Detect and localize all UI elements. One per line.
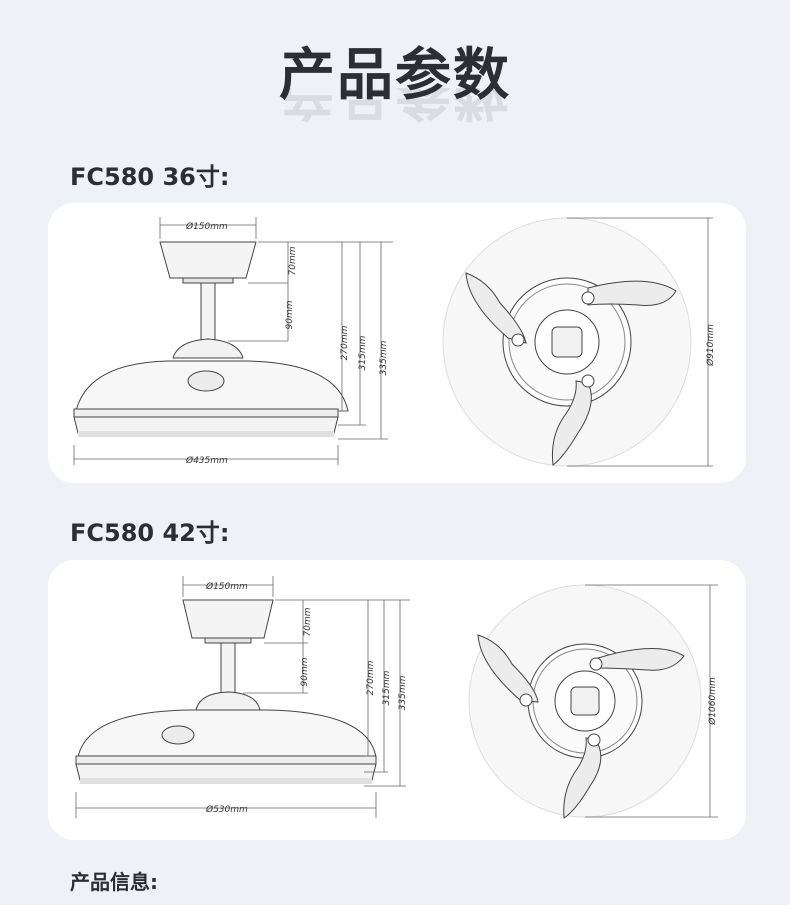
dim-height-1: 270mm xyxy=(340,325,350,360)
fan-body-shape xyxy=(77,709,377,758)
dimension-drawing-36: Ø150mm 70mm 90mm 270mm 315mm 335mm Ø435m… xyxy=(73,217,716,467)
dim-height-1: 270mm xyxy=(366,660,376,695)
dim-canopy-diameter: Ø150mm xyxy=(205,581,248,592)
page-title-reflection: 产品参数 xyxy=(279,88,511,125)
dim-height-2: 315mm xyxy=(358,335,368,370)
dim-body-diameter: Ø530mm xyxy=(205,804,248,815)
blade-shape xyxy=(597,648,685,671)
model-heading-36: FC580 36寸: xyxy=(70,163,230,191)
downrod-shape xyxy=(200,282,216,342)
blade-shape xyxy=(587,280,677,306)
dim-rod-length: 90mm xyxy=(300,657,310,686)
dim-canopy-height: 70mm xyxy=(288,246,298,275)
dim-blade-span: Ø1060mm xyxy=(707,677,718,726)
spec-card-42: Ø150mm 70mm 90mm 270mm 315mm 335mm Ø530m… xyxy=(48,560,746,840)
spec-card-36: Ø150mm 70mm 90mm 270mm 315mm 335mm Ø435m… xyxy=(48,203,746,483)
dim-height-2: 315mm xyxy=(382,670,392,705)
dim-canopy-diameter: Ø150mm xyxy=(185,221,228,232)
dim-blade-span: Ø910mm xyxy=(705,324,716,367)
dim-height-3: 335mm xyxy=(379,340,389,375)
canopy-shape xyxy=(159,241,257,279)
dim-rod-length: 90mm xyxy=(285,300,295,329)
dim-height-3: 335mm xyxy=(398,675,408,710)
downrod-shape xyxy=(220,642,236,694)
dim-canopy-height: 70mm xyxy=(303,607,313,636)
product-info-heading: 产品信息: xyxy=(70,870,158,894)
model-heading-42: FC580 42寸: xyxy=(70,519,230,547)
dimension-drawing-42: Ø150mm 70mm 90mm 270mm 315mm 335mm Ø530m… xyxy=(75,576,718,819)
dim-body-diameter: Ø435mm xyxy=(185,455,228,466)
page-title: 产品参数 xyxy=(279,43,511,108)
canopy-shape xyxy=(182,599,274,639)
